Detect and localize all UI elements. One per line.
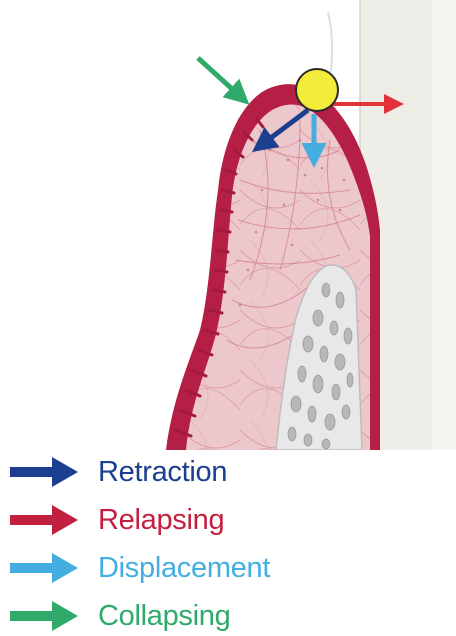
arrow-right-icon [8, 503, 80, 537]
arrow-right-icon [8, 551, 80, 585]
legend-label-collapsing: Collapsing [98, 599, 230, 633]
legend-item-relapsing: Relapsing [8, 500, 224, 540]
gingiva-cross-section-illustration [0, 0, 456, 450]
legend-item-collapsing: Collapsing [8, 596, 230, 636]
gingival-margin-marker [296, 69, 338, 111]
arrow-right-icon [8, 455, 80, 489]
arrow-right-icon [8, 599, 80, 633]
legend-label-displacement: Displacement [98, 551, 270, 585]
legend-label-relapsing: Relapsing [98, 503, 224, 537]
legend-label-retraction: Retraction [98, 455, 227, 489]
legend: Retraction Relapsing Displacement Collap… [0, 452, 456, 629]
legend-item-retraction: Retraction [8, 452, 227, 492]
collapsing-arrow [198, 58, 242, 98]
legend-item-displacement: Displacement [8, 548, 270, 588]
